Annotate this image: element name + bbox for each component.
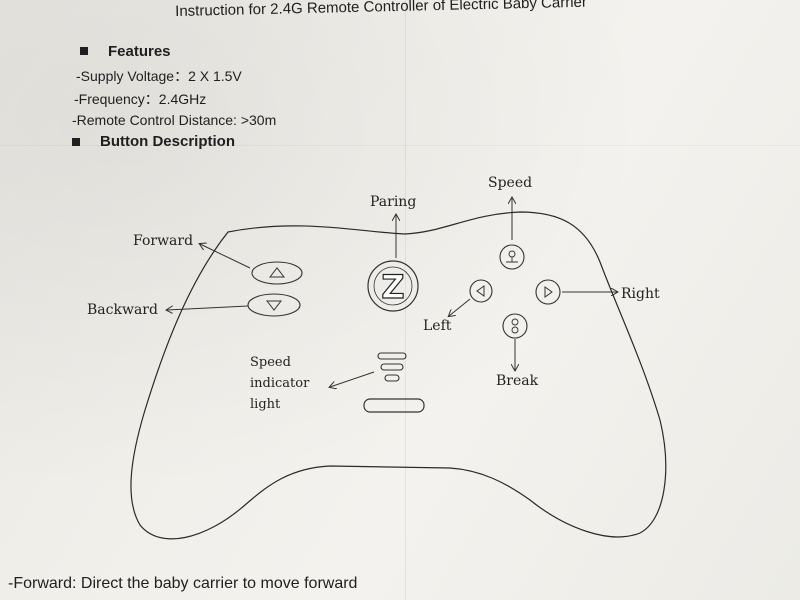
label-speed-indicator-line2: indicator xyxy=(250,376,310,391)
backward-arrow xyxy=(167,305,249,310)
label-break: Break xyxy=(496,373,539,389)
button-description-heading: Button Description xyxy=(100,133,235,150)
spec-supply-voltage: -Supply Voltage：2 X 1.5V xyxy=(76,68,242,84)
backward-button xyxy=(247,293,301,317)
label-backward: Backward xyxy=(87,302,158,318)
controller-outline xyxy=(130,211,667,540)
label-left: Left xyxy=(423,318,452,334)
features-bullet-icon xyxy=(80,47,88,55)
label-speed-indicator-line1: Speed xyxy=(250,355,291,370)
forward-button xyxy=(251,261,303,285)
paring-glyph: Z xyxy=(381,268,404,306)
features-heading: Features xyxy=(108,43,171,60)
paring-button: Z xyxy=(367,260,419,312)
label-speed: Speed xyxy=(488,175,533,191)
speed-indicator-arrow xyxy=(330,371,375,387)
spec-frequency: -Frequency：2.4GHz xyxy=(74,91,207,107)
paper-fold-horizontal xyxy=(0,145,800,146)
left-button xyxy=(469,279,493,303)
label-forward: Forward xyxy=(133,233,194,249)
speed-button xyxy=(499,244,525,270)
callout-arrows xyxy=(167,198,617,387)
label-speed-indicator-line3: light xyxy=(250,397,281,412)
forward-description: -Forward: Direct the baby carrier to mov… xyxy=(8,575,358,592)
left-arrow xyxy=(449,298,471,316)
spec-control-distance: -Remote Control Distance: >30m xyxy=(72,112,277,128)
speed-indicator-light xyxy=(377,352,407,382)
break-button xyxy=(502,313,528,339)
button-description-bullet-icon xyxy=(72,138,80,146)
forward-arrow xyxy=(200,244,251,269)
label-paring: Paring xyxy=(370,194,417,210)
label-right: Right xyxy=(621,286,660,302)
status-bar-light xyxy=(363,398,425,413)
label-speed-indicator: Speed indicator light xyxy=(250,352,309,415)
right-button xyxy=(535,279,561,305)
